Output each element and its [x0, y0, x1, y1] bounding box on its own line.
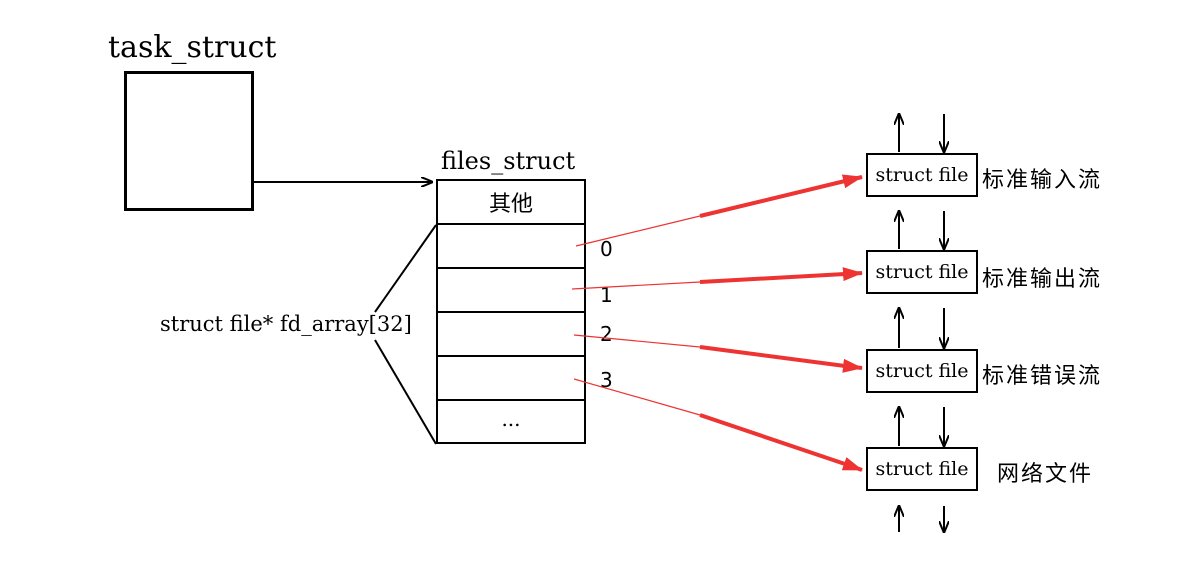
- fd-index-3: 3: [600, 368, 613, 392]
- files-struct-other-cell: 其他: [436, 179, 586, 225]
- struct-file-box-stdin: struct file: [866, 153, 978, 197]
- file-desc-stdout: 标准输出流: [982, 267, 1103, 292]
- fd-index-1: 1: [600, 283, 613, 307]
- file-desc-network: 网络文件: [997, 462, 1094, 487]
- fd-array-brace-lower: [374, 339, 437, 445]
- task-struct-box: [124, 71, 254, 211]
- struct-file-box-stderr: struct file: [866, 349, 978, 393]
- file-desc-stderr: 标准错误流: [982, 364, 1103, 389]
- struct-file-box-network: struct file: [866, 447, 978, 491]
- task-struct-title: task_struct: [108, 30, 277, 65]
- fd-array-brace-upper: [374, 224, 437, 313]
- struct-file-label: struct file: [875, 261, 969, 283]
- pointer-fd1-to-stdout: [571, 267, 863, 290]
- fd-array-slot-rest: ...: [436, 399, 586, 444]
- ellipsis-cell-label: ...: [501, 406, 521, 431]
- file-list-links: [899, 114, 944, 532]
- other-cell-label: 其他: [488, 192, 533, 217]
- fd-array-label: struct file* fd_array[32]: [160, 312, 412, 336]
- pointer-fd2-to-stderr: [573, 334, 863, 373]
- fd-array-slot-1: [436, 267, 586, 313]
- fd-index-0: 0: [600, 237, 613, 261]
- file-desc-stdin: 标准输入流: [982, 168, 1103, 193]
- struct-file-label: struct file: [875, 164, 969, 186]
- fd-index-2: 2: [600, 322, 613, 346]
- struct-file-label: struct file: [875, 458, 969, 480]
- files-struct-title: files_struct: [441, 147, 576, 175]
- pointer-fd3-to-network: [573, 378, 863, 472]
- pointer-fd0-to-stdin: [575, 174, 863, 247]
- struct-file-label: struct file: [875, 360, 969, 382]
- struct-file-box-stdout: struct file: [866, 250, 978, 294]
